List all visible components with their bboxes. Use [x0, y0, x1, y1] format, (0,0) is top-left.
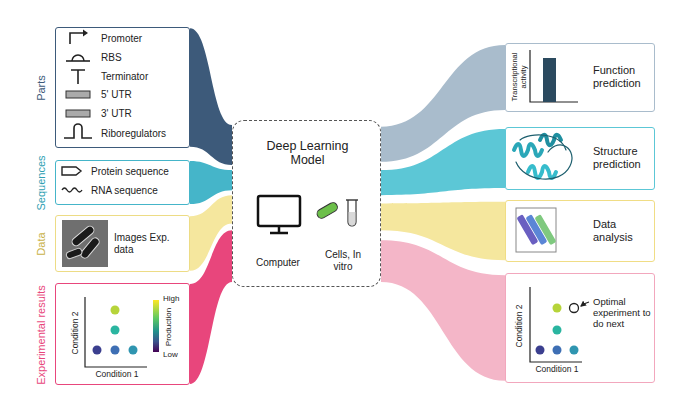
cells-icon — [315, 200, 358, 226]
group-label: Experimental results — [35, 285, 48, 385]
sequence-label: RNA sequence — [91, 185, 158, 197]
ribbon-connector — [381, 240, 505, 381]
icon-label: Computer — [248, 257, 308, 269]
output-box: Transcriptional activity Function predict… — [505, 43, 655, 112]
scale-label: Low — [163, 350, 178, 359]
terminator-symbol — [71, 70, 85, 84]
utr3-symbol — [66, 110, 90, 117]
parts-box: PartsPromoterRBSTerminator5' UTR3' UTRRi… — [55, 27, 190, 148]
utr5-symbol — [66, 91, 90, 98]
ribbon-connector — [381, 129, 505, 195]
axis-label: Condition 2 — [71, 311, 81, 354]
callout-label: Optimal experiment to do next — [593, 297, 651, 330]
results-box: Experimental resultsCondition 2Condition… — [55, 283, 190, 385]
computer-icon — [258, 196, 300, 233]
promoter-symbol — [70, 30, 88, 45]
axis-label: Condition 1 — [87, 370, 147, 380]
icon-label: Cells, In vitro — [318, 249, 368, 272]
part-label: Riboregulators — [101, 128, 166, 140]
model-box: Deep Learning ModelComputer Cells, In vit… — [232, 120, 381, 287]
microscopy-image — [62, 220, 108, 267]
sequence-label: Protein sequence — [91, 166, 169, 178]
part-label: Terminator — [101, 71, 148, 83]
scale-label: High — [163, 294, 179, 303]
output-box: Condition 2 Condition 1 Optimal experiment… — [505, 273, 655, 383]
part-label: Promoter — [101, 33, 142, 45]
output-label: Structure prediction — [593, 145, 649, 170]
group-label: Parts — [35, 75, 48, 101]
scale-label: Production — [164, 308, 173, 346]
optimal-scatter — [530, 287, 589, 362]
output-box: Structure prediction — [505, 127, 655, 190]
axis-label: Condition 2 — [515, 304, 525, 347]
data-box: DataImages Exp. data — [55, 215, 190, 272]
ribbon-connector — [190, 230, 232, 384]
part-label: 5' UTR — [101, 89, 132, 101]
group-label: Sequences — [35, 155, 48, 210]
sequences-box: SequencesProtein sequenceRNA sequence — [55, 160, 190, 205]
ribbon-connector — [190, 28, 232, 165]
group-label: Data — [35, 232, 48, 255]
production-scatter — [85, 297, 159, 367]
analysis-icon — [516, 208, 556, 252]
activity-bar-chart — [530, 50, 578, 102]
protein-structure — [514, 135, 572, 179]
axis-label: Transcriptional activity — [511, 46, 528, 108]
riboregulator-symbol — [64, 124, 92, 138]
part-label: 3' UTR — [101, 108, 132, 120]
part-label: RBS — [101, 52, 122, 64]
model-title: Deep Learning Model — [258, 139, 358, 168]
output-label: Function prediction — [593, 64, 649, 89]
data-label: Images Exp. data — [114, 232, 184, 255]
output-box: Data analysis — [505, 200, 655, 262]
output-label: Data analysis — [593, 218, 649, 243]
rbs-symbol — [66, 55, 90, 61]
rna-symbol — [62, 188, 82, 192]
protein-symbol — [62, 167, 81, 175]
axis-label: Condition 1 — [527, 365, 587, 375]
